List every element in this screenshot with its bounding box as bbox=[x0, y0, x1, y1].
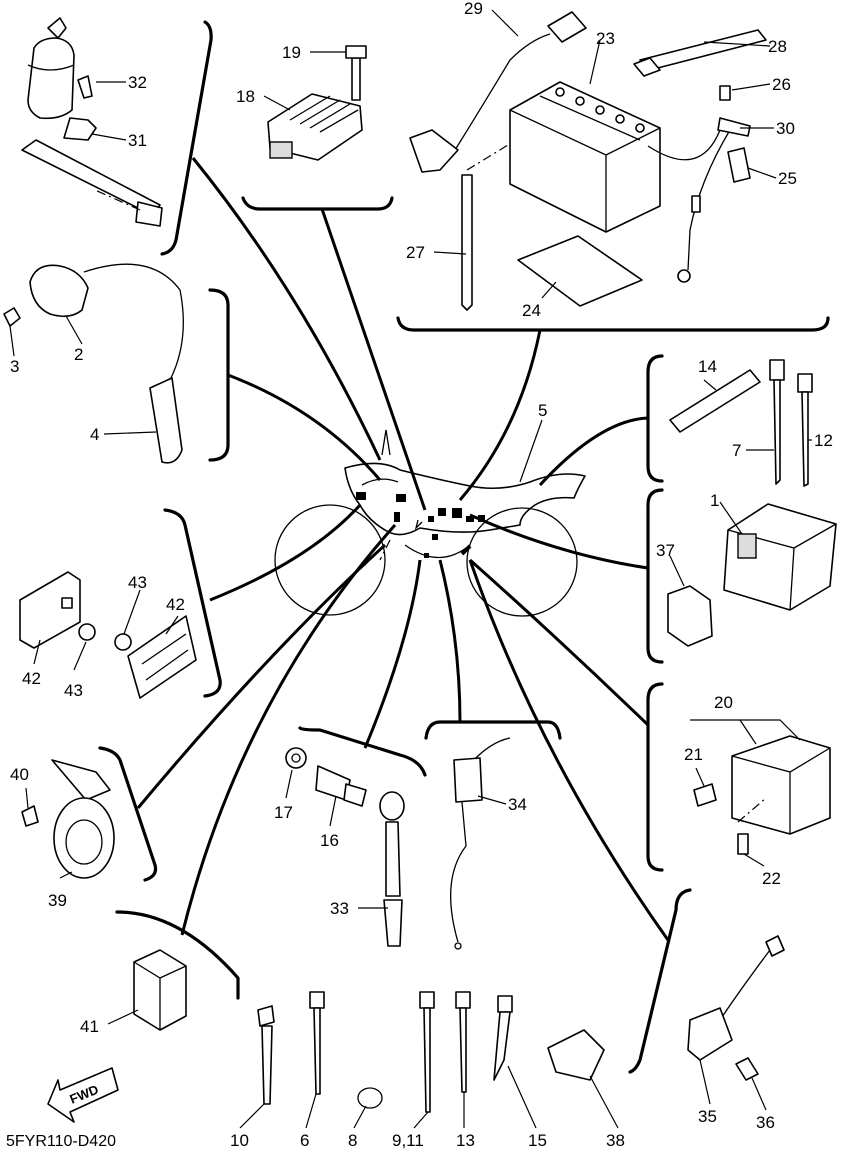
callout-28: 28 bbox=[768, 37, 787, 56]
callout-42-top: 42 bbox=[166, 595, 185, 614]
callout-14: 14 bbox=[698, 357, 717, 376]
callout-8: 8 bbox=[348, 1131, 357, 1150]
sensor-35-illustration bbox=[687, 935, 785, 1081]
callout-16: 16 bbox=[320, 831, 339, 850]
relay-41-illustration bbox=[133, 949, 187, 1031]
hub-connector bbox=[466, 516, 474, 522]
callout-26: 26 bbox=[772, 75, 791, 94]
callout-22: 22 bbox=[762, 869, 781, 888]
battery-accessories bbox=[461, 29, 767, 311]
hub-connector bbox=[424, 553, 429, 558]
bracket-switch-34 bbox=[424, 720, 562, 740]
negative-lead-illustration bbox=[677, 85, 751, 283]
leader-wires bbox=[136, 157, 670, 941]
bracket-cdi bbox=[646, 488, 664, 664]
bracket-sensor-35 bbox=[628, 888, 692, 1074]
hub-connector bbox=[452, 508, 462, 518]
callout-30: 30 bbox=[776, 119, 795, 138]
callout-10: 10 bbox=[230, 1131, 249, 1150]
callout-18: 18 bbox=[236, 87, 255, 106]
callout-43-bottom: 43 bbox=[64, 681, 83, 700]
switch-34-illustration bbox=[450, 737, 511, 950]
hub-connector bbox=[394, 512, 400, 522]
reference-lines bbox=[94, 144, 767, 823]
callout-2: 2 bbox=[74, 345, 83, 364]
callout-38: 38 bbox=[606, 1131, 625, 1150]
hub-connector bbox=[428, 516, 434, 522]
callout-31: 31 bbox=[128, 131, 147, 150]
bracket-sender bbox=[298, 726, 427, 777]
callout-43-top: 43 bbox=[128, 573, 147, 592]
callout-42-bottom: 42 bbox=[22, 669, 41, 688]
horn-illustration bbox=[21, 759, 115, 879]
bracket-hose-bands bbox=[646, 354, 664, 483]
hose-and-bands-illustration bbox=[669, 359, 813, 487]
bottom-clips-illustration bbox=[257, 991, 605, 1113]
callout-36: 36 bbox=[756, 1113, 775, 1132]
callout-1: 1 bbox=[710, 491, 719, 510]
callout-3: 3 bbox=[10, 357, 19, 376]
callout-7: 7 bbox=[732, 441, 741, 460]
bracket-horn bbox=[98, 746, 158, 882]
bracket-taillight bbox=[163, 508, 222, 698]
callout-37: 37 bbox=[656, 541, 675, 560]
ignition-coil-illustration bbox=[3, 263, 184, 464]
callout-4: 4 bbox=[90, 425, 99, 444]
hub-connector bbox=[432, 534, 438, 540]
hub-connector bbox=[396, 494, 406, 502]
callout-33: 33 bbox=[330, 899, 349, 918]
battery-illustration bbox=[509, 81, 661, 233]
rectifier-illustration bbox=[267, 45, 367, 161]
bracket-ignition-coil bbox=[208, 288, 230, 462]
group-brackets bbox=[98, 20, 830, 1074]
callout-34: 34 bbox=[508, 795, 527, 814]
bracket-ignition-switch bbox=[160, 20, 213, 256]
callout-17: 17 bbox=[274, 803, 293, 822]
cdi-unit-illustration bbox=[667, 503, 837, 647]
bracket-starter-relay bbox=[646, 682, 664, 872]
callout-27: 27 bbox=[406, 243, 425, 262]
vehicle-outline bbox=[274, 429, 586, 617]
callout-13: 13 bbox=[456, 1131, 475, 1150]
callout-23: 23 bbox=[596, 29, 615, 48]
callout-6: 6 bbox=[300, 1131, 309, 1150]
callout-21: 21 bbox=[684, 745, 703, 764]
callout-9-11: 9,11 bbox=[392, 1131, 424, 1150]
bracket-rectifier bbox=[241, 196, 394, 211]
bracket-battery bbox=[396, 316, 830, 332]
callout-39: 39 bbox=[48, 891, 67, 910]
callout-32: 32 bbox=[128, 73, 147, 92]
callout-35: 35 bbox=[698, 1107, 717, 1126]
callout-41: 41 bbox=[80, 1017, 99, 1036]
callout-19: 19 bbox=[282, 43, 301, 62]
callout-40: 40 bbox=[10, 765, 29, 784]
hub-connector bbox=[356, 492, 366, 500]
taillight-illustration bbox=[19, 571, 197, 699]
callout-15: 15 bbox=[528, 1131, 547, 1150]
callout-20: 20 bbox=[714, 693, 733, 712]
hub-connector bbox=[438, 508, 446, 516]
battery-lead-illustration bbox=[409, 11, 721, 173]
sender-illustration bbox=[285, 747, 405, 947]
diagram-code: 5FYR110-D420 bbox=[6, 1133, 116, 1150]
callout-29: 29 bbox=[464, 0, 483, 18]
callout-25: 25 bbox=[778, 169, 797, 188]
fwd-arrow: FWD bbox=[47, 1067, 119, 1123]
starter-relay-illustration bbox=[693, 735, 831, 855]
callout-leaders bbox=[9, 9, 812, 1129]
callout-numbers: 32 31 19 18 29 23 28 26 30 25 27 24 2 3 … bbox=[10, 0, 833, 1150]
hub-connector bbox=[478, 515, 485, 522]
callout-5: 5 bbox=[538, 401, 547, 420]
main-switch-illustration bbox=[21, 17, 163, 227]
callout-12: 12 bbox=[814, 431, 833, 450]
callout-24: 24 bbox=[522, 301, 541, 320]
